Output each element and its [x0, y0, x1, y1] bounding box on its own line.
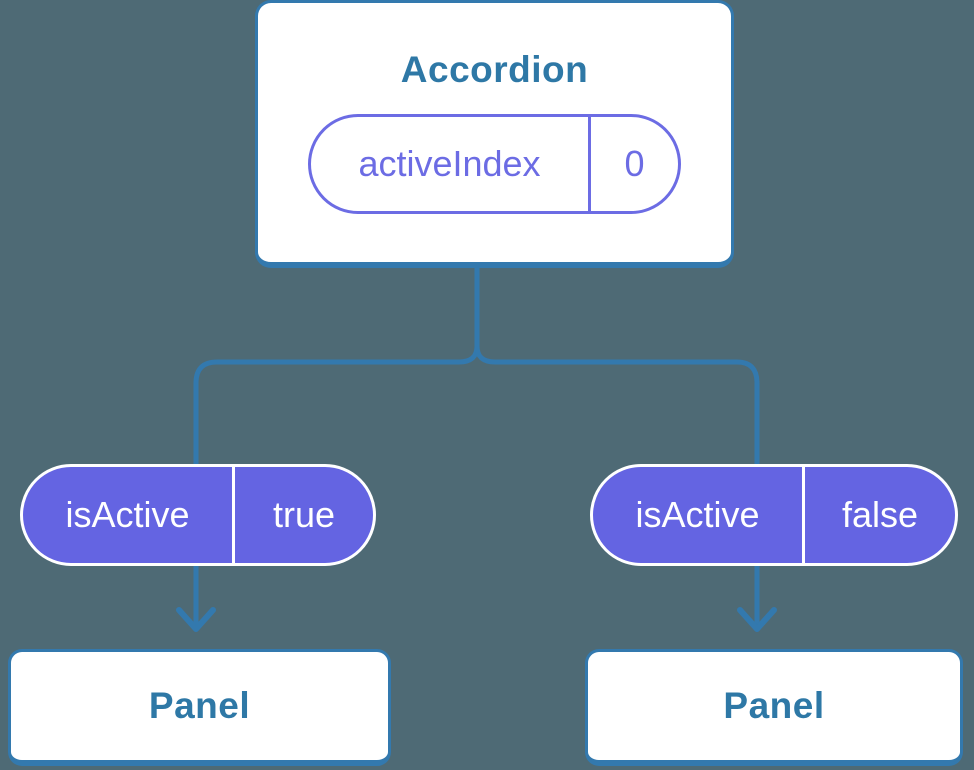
- panel-card-right: Panel: [585, 649, 963, 766]
- state-pill-value: 0: [624, 143, 645, 184]
- connector-right-branch: [474, 259, 760, 625]
- panel-card-left: Panel: [8, 649, 391, 766]
- state-pill-name: activeIndex: [311, 117, 591, 211]
- prop-pill-right: isActive false: [590, 464, 958, 566]
- prop-pill-right-value: false: [841, 494, 919, 535]
- prop-pill-right-name: isActive: [593, 467, 805, 563]
- prop-pill-left-name: isActive: [23, 467, 235, 563]
- state-pill: activeIndex 0: [308, 114, 681, 214]
- arrowhead-right-icon: [737, 607, 777, 632]
- connector-left-branch: [193, 259, 480, 625]
- arrowhead-left-icon: [176, 607, 216, 632]
- accordion-title: Accordion: [400, 49, 589, 90]
- prop-pill-left: isActive true: [20, 464, 376, 566]
- panel-right-title: Panel: [723, 685, 825, 726]
- accordion-card: Accordion activeIndex 0: [255, 0, 734, 268]
- panel-left-title: Panel: [148, 685, 251, 726]
- prop-pill-left-value: true: [272, 494, 336, 535]
